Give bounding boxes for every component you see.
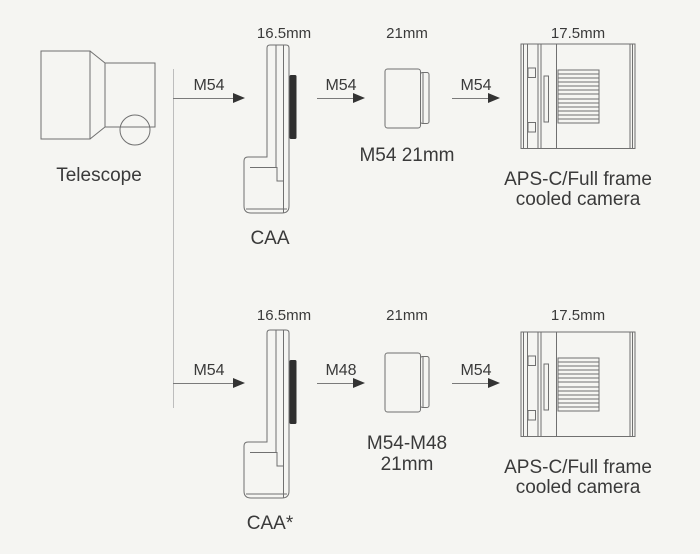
arrow-head-icon (353, 93, 365, 103)
connector-trunk-line (172, 69, 174, 408)
arrow-line (317, 382, 353, 384)
heatsink-fins (558, 358, 599, 411)
caa-star-adapter-drawing (238, 325, 297, 505)
spacer-bottom-dimension: 21mm (386, 307, 428, 324)
arrow-line (173, 382, 234, 384)
camera-bottom-label-line2: cooled camera (515, 476, 641, 498)
camera-drawing (519, 42, 639, 152)
camera-bottom-dimension: 17.5mm (550, 307, 606, 324)
arrow-head-icon (488, 93, 500, 103)
arrow-line (317, 97, 353, 99)
caa-adapter-drawing (238, 40, 297, 220)
spacer-m48-drawing (383, 350, 433, 416)
arrow-line (452, 382, 488, 384)
camera-top-label: APS-C/Full frame cooled camera (498, 170, 658, 209)
arrow-line (173, 97, 234, 99)
camera-top-label-line2: cooled camera (515, 188, 641, 210)
spacer-bottom-label-line1: M54-M48 (366, 433, 448, 454)
spacer-drawing (383, 66, 433, 132)
heatsink-fins (558, 70, 599, 123)
arrow1-bottom-label: M54 (193, 362, 225, 379)
telescope-drawing (35, 45, 160, 150)
thread-strip (289, 75, 297, 139)
arrow-head-icon (488, 378, 500, 388)
spacer-top-label: M54 21mm (359, 145, 455, 166)
caa-bottom-dimension: 16.5mm (256, 307, 312, 324)
arrow-line (452, 97, 488, 99)
arrow3-top-label: M54 (460, 77, 492, 94)
camera-top-label-line1: APS-C/Full frame (504, 169, 652, 190)
thread-strip (289, 360, 297, 424)
arrow2-bottom-label: M48 (325, 362, 357, 379)
spacer-bottom-label-line2: 21mm (380, 454, 434, 475)
telescope-label: Telescope (56, 165, 142, 186)
arrow-head-icon (233, 378, 245, 388)
caa-top-label: CAA (250, 228, 290, 249)
spacer-bottom-label: M54-M48 21mm (337, 433, 477, 475)
caa-top-dimension: 16.5mm (256, 25, 312, 42)
camera-drawing (519, 330, 639, 440)
camera-bottom-label-line1: APS-C/Full frame (504, 457, 652, 478)
arrow-head-icon (353, 378, 365, 388)
arrow1-top-label: M54 (193, 77, 225, 94)
camera-bottom-label: APS-C/Full frame cooled camera (498, 458, 658, 497)
arrow3-bottom-label: M54 (460, 362, 492, 379)
spacer-top-dimension: 21mm (386, 25, 428, 42)
arrow2-top-label: M54 (325, 77, 357, 94)
caa-bottom-label: CAA* (246, 513, 294, 534)
arrow-head-icon (233, 93, 245, 103)
camera-top-dimension: 17.5mm (550, 25, 606, 42)
